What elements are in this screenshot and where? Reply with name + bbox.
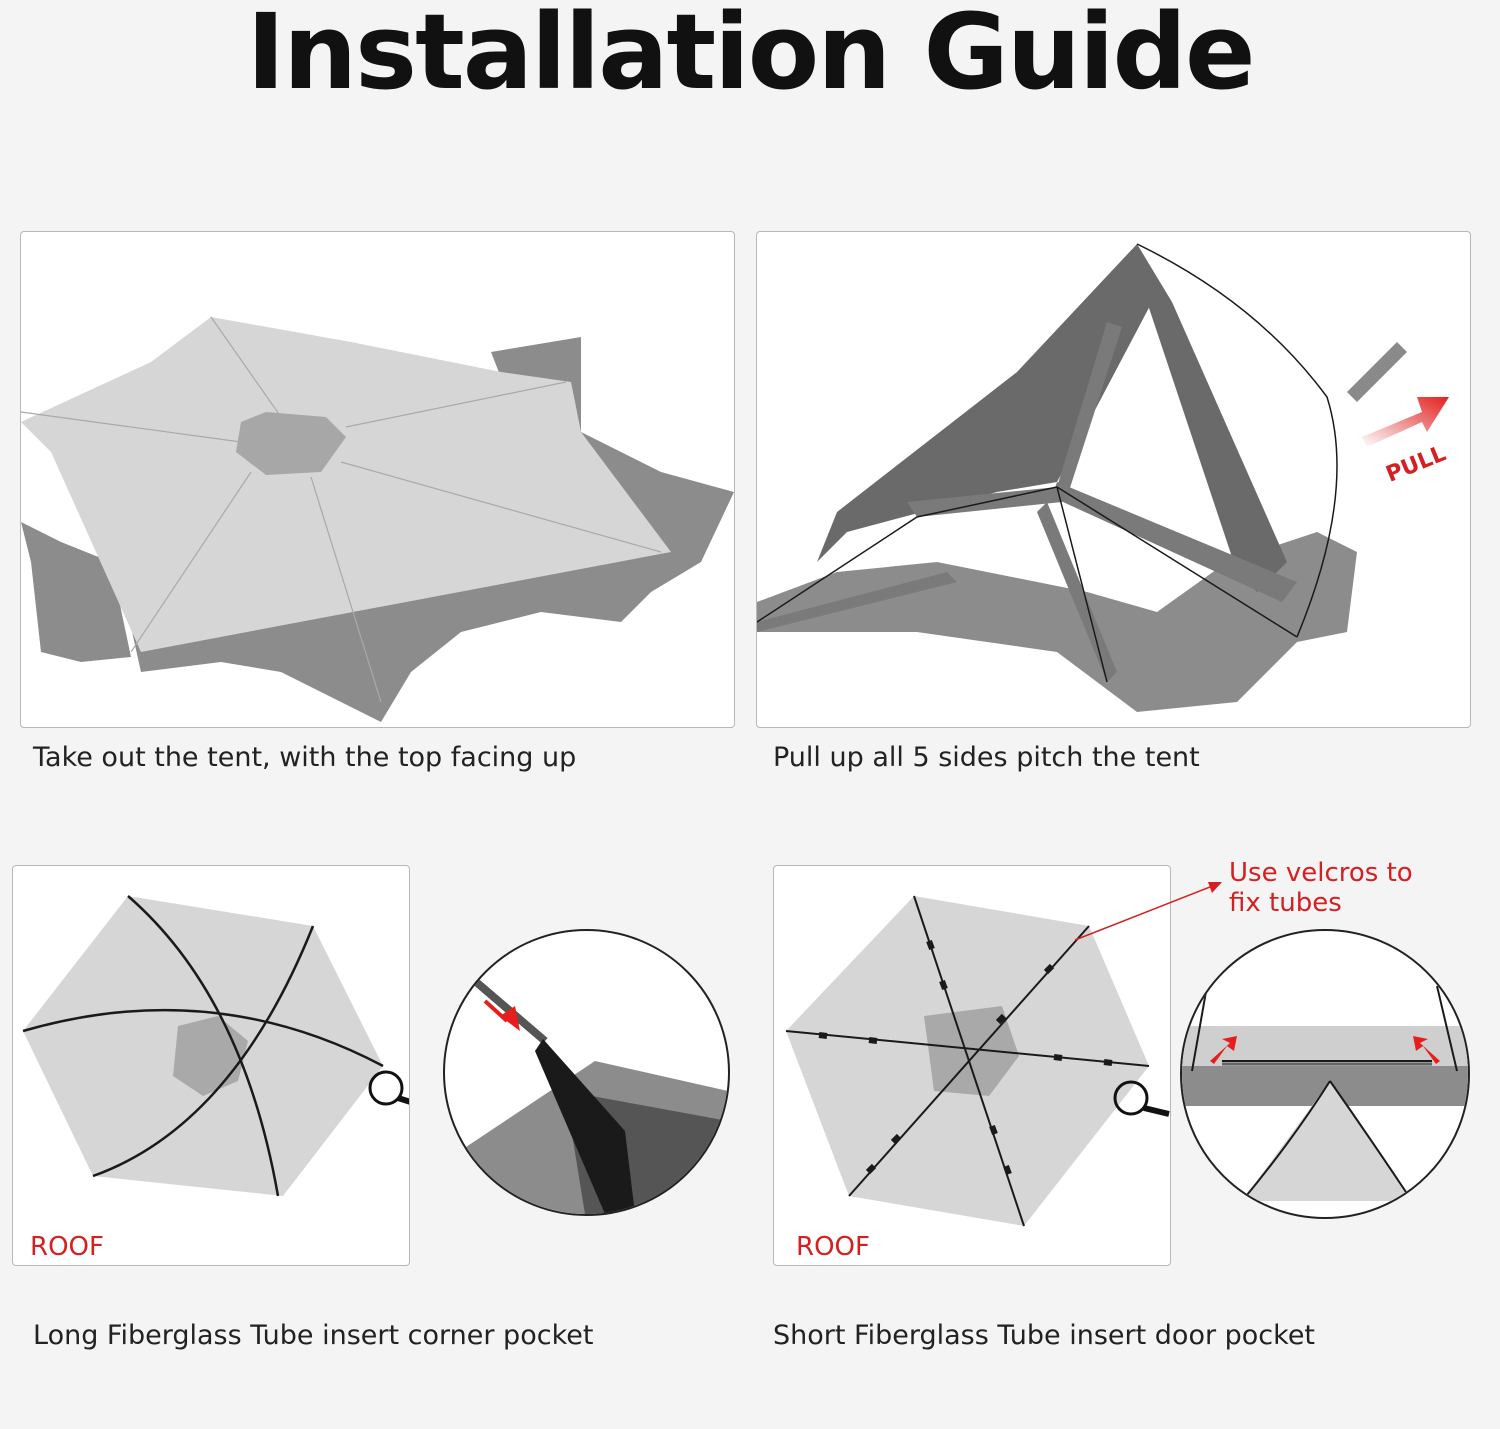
roof-label: ROOF <box>796 1232 870 1262</box>
callout-line1: Use velcros to <box>1229 858 1413 888</box>
step2-caption: Pull up all 5 sides pitch the tent <box>773 742 1200 773</box>
step1-panel <box>20 231 735 728</box>
door-pocket-detail <box>1182 985 1468 1202</box>
step4-caption: Short Fiberglass Tube insert door pocket <box>773 1320 1316 1351</box>
step3-panel: ROOF <box>12 865 410 1266</box>
flat-tent-illustration <box>21 316 734 722</box>
step2-panel: PULL <box>756 231 1471 728</box>
step3-caption: Long Fiberglass Tube insert corner pocke… <box>33 1320 594 1351</box>
roof-long-tube-illustration <box>22 895 409 1197</box>
velcro-callout: Use velcros to fix tubes <box>1229 858 1413 918</box>
page-title: Installation Guide <box>246 0 1255 113</box>
pitching-tent-illustration <box>757 243 1407 712</box>
callout-line2: fix tubes <box>1229 888 1342 918</box>
roof-label: ROOF <box>30 1232 104 1262</box>
step4-panel: ROOF <box>773 865 1171 1266</box>
step3-detail-circle <box>443 929 730 1216</box>
step1-caption: Take out the tent, with the top facing u… <box>33 742 577 773</box>
roof-short-tube-illustration <box>785 895 1170 1227</box>
corner-pocket-detail <box>445 977 728 1214</box>
step4-detail-circle <box>1180 929 1470 1219</box>
